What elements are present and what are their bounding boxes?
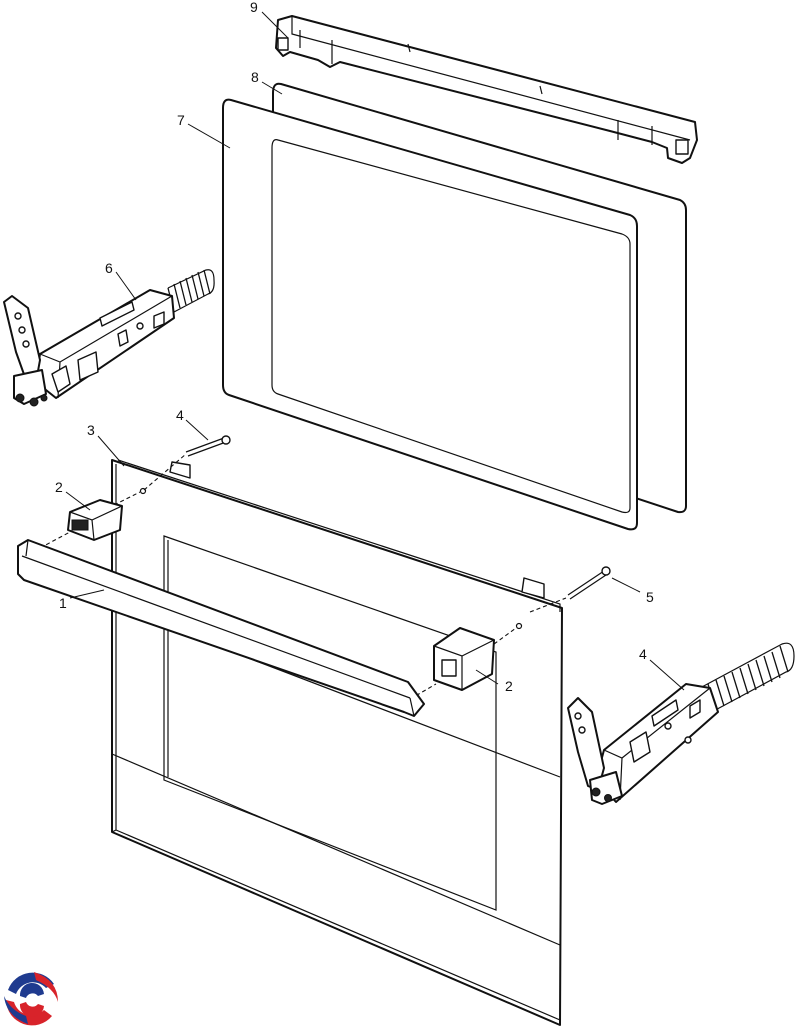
callout-leaders xyxy=(65,11,685,691)
callout-7: 7 xyxy=(177,112,185,128)
callout-5: 4 xyxy=(639,646,647,662)
right-hinge xyxy=(567,642,795,805)
door-handle xyxy=(17,539,425,717)
callout-4-right: 5 xyxy=(646,589,654,605)
left-hinge xyxy=(3,269,215,407)
callout-3: 3 xyxy=(87,422,95,438)
screw-left xyxy=(185,435,231,457)
callout-9: 9 xyxy=(250,0,258,15)
handle-end-cap-left xyxy=(67,499,123,541)
left-hinge-spring xyxy=(167,269,215,313)
callout-8: 8 xyxy=(251,69,259,85)
screw-right xyxy=(567,566,611,600)
callout-6: 6 xyxy=(105,260,113,276)
door-top-trim xyxy=(275,15,698,164)
callout-4-left: 4 xyxy=(176,407,184,423)
outer-glass xyxy=(222,98,638,531)
outer-door-panel xyxy=(111,459,563,1026)
handle-end-cap-right xyxy=(433,627,495,691)
callout-2-left: 2 xyxy=(55,479,63,495)
callout-1: 1 xyxy=(59,595,67,611)
brand-logo xyxy=(4,970,60,1026)
callout-2-right: 2 xyxy=(505,678,513,694)
callout-labels: 9 8 7 6 4 3 2 1 2 5 4 xyxy=(55,0,654,694)
